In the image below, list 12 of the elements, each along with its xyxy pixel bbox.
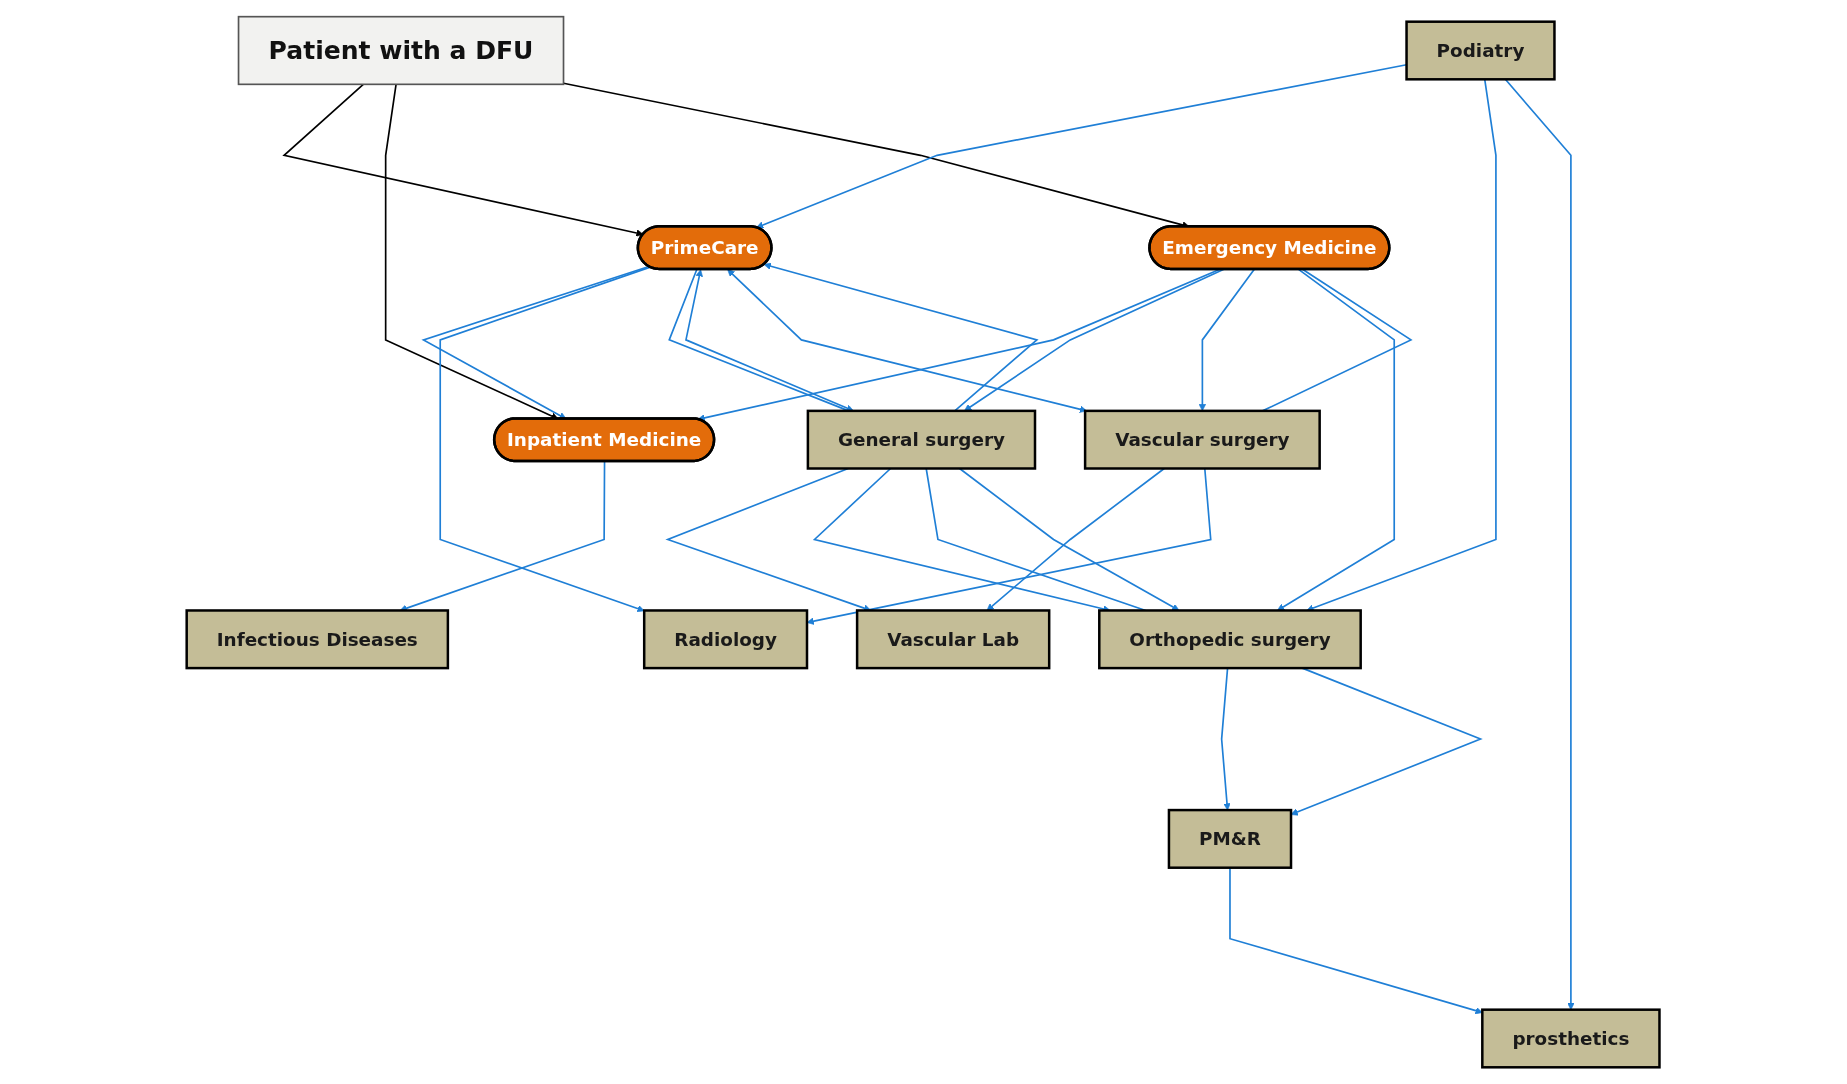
node-box: Vascular surgery <box>1084 409 1322 470</box>
node-box: Infectious Diseases <box>185 609 450 670</box>
node-box: Orthopedic surgery <box>1098 609 1363 670</box>
node-box: Radiology <box>643 609 809 670</box>
node-box: Patient with a DFU <box>238 15 565 86</box>
node-box: PM&R <box>1168 808 1293 869</box>
node-box: Vascular Lab <box>856 609 1051 670</box>
node-box: prosthetics <box>1481 1008 1662 1069</box>
node-box: Podiatry <box>1405 20 1557 81</box>
arrow <box>282 83 644 237</box>
node-box: General surgery <box>807 409 1037 470</box>
arrow <box>1277 268 1396 611</box>
